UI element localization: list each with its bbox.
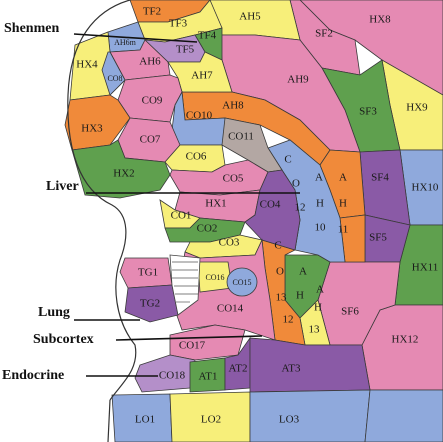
region-hx2[interactable] (71, 139, 171, 199)
label-at3: AT3 (282, 363, 301, 375)
label-co13-b: O (276, 266, 284, 278)
label-hx12: HX12 (392, 334, 419, 346)
lobe-outline (107, 399, 111, 442)
callout-shenmen: Shenmen (4, 21, 59, 36)
label-tf5: TF5 (176, 44, 195, 56)
label-hx9: HX9 (406, 102, 428, 114)
label-at2: AT2 (229, 363, 248, 375)
label-ah11-a: A (339, 172, 347, 184)
callout-endocrine: Endocrine (2, 368, 64, 383)
callout-lung: Lung (38, 305, 70, 320)
label-tg2: TG2 (140, 298, 160, 310)
label-co3: CO3 (219, 237, 240, 249)
label-co8: CO8 (107, 74, 122, 83)
label-co12-b: O (292, 178, 300, 190)
callout-subcortex: Subcortex (33, 332, 94, 347)
callouts: Shenmen Liver Lung Subcortex Endocrine (2, 21, 300, 383)
label-co7: CO7 (140, 134, 161, 146)
label-hx4: HX4 (76, 59, 98, 71)
label-co13-a: C (274, 240, 281, 252)
hatch-lines (172, 261, 198, 303)
label-co12-c: 12 (295, 202, 306, 214)
region-lo1[interactable] (111, 393, 173, 442)
callout-liver: Liver (46, 179, 79, 194)
label-ah13-b: H (314, 302, 322, 314)
region-co15[interactable] (226, 267, 258, 297)
label-ah11-c: 11 (338, 224, 349, 236)
label-ah6: AH6 (139, 56, 161, 68)
label-ah12-b: H (296, 290, 304, 302)
label-hx11: HX11 (412, 262, 438, 274)
region-lo3[interactable] (249, 389, 371, 442)
label-co9: CO9 (142, 95, 163, 107)
label-tf4: TF4 (198, 30, 217, 42)
label-sf6: SF6 (341, 306, 359, 318)
label-co18: CO18 (159, 370, 186, 382)
region-at3[interactable] (249, 337, 371, 393)
label-ah11-b: H (339, 198, 347, 210)
region-lo2[interactable] (169, 391, 251, 442)
label-tg1: TG1 (138, 267, 158, 279)
label-ah8: AH8 (222, 100, 244, 112)
label-tf2: TF2 (143, 6, 161, 18)
label-ah6m: AH6m (114, 38, 137, 47)
label-tf3: TF3 (169, 18, 188, 30)
region-labels: TF2 TF3 TF4 TF5 AH5 AH6m AH6 AH7 AH8 AH9… (76, 6, 439, 426)
label-lo3: LO3 (279, 414, 300, 426)
ear-outline (67, 0, 137, 401)
label-co14: CO14 (217, 303, 244, 315)
label-ah10-a: A (315, 172, 323, 184)
label-at1: AT1 (199, 371, 218, 383)
label-co16: CO16 (205, 273, 224, 282)
label-sf3: SF3 (359, 106, 377, 118)
label-co17: CO17 (179, 340, 206, 352)
label-sf5: SF5 (369, 232, 387, 244)
label-ah5: AH5 (239, 11, 261, 23)
label-ah13-c: 13 (309, 324, 321, 336)
label-ah12-c: 12 (283, 314, 294, 326)
region-hx3[interactable] (64, 94, 131, 151)
leader-subcortex (115, 335, 263, 341)
region-lo-edge (364, 389, 443, 442)
label-hx3: HX3 (81, 123, 103, 135)
scapha (289, 0, 411, 346)
label-co10: CO10 (186, 110, 213, 122)
concha-upper (64, 31, 283, 199)
label-co1: CO1 (171, 210, 192, 222)
label-sf4: SF4 (371, 172, 389, 184)
label-ah7: AH7 (191, 70, 213, 82)
label-ah10-b: H (316, 198, 324, 210)
label-hx2: HX2 (113, 168, 134, 180)
label-co5: CO5 (223, 173, 244, 185)
label-ah9: AH9 (287, 74, 309, 86)
label-ah13-a: A (316, 284, 324, 296)
label-co13-c: 13 (276, 292, 288, 304)
label-hx10: HX10 (412, 182, 439, 194)
leader-shenmen (73, 33, 198, 43)
label-co12-a: C (284, 154, 291, 166)
antihelix (181, 0, 366, 346)
region-co8[interactable] (101, 51, 126, 96)
tragus (119, 254, 201, 323)
label-ah12-a: A (299, 266, 307, 278)
label-hx8: HX8 (369, 14, 391, 26)
label-ah10-c: 10 (315, 222, 327, 234)
antitragus (189, 336, 371, 393)
label-lo2: LO2 (201, 414, 221, 426)
label-co15: CO15 (232, 278, 251, 287)
label-co11: CO11 (228, 131, 254, 143)
label-sf2: SF2 (315, 28, 333, 40)
lobe (111, 389, 443, 442)
region-co4[interactable] (244, 169, 301, 251)
label-co2: CO2 (197, 223, 218, 235)
label-co6: CO6 (186, 151, 207, 163)
region-tg2[interactable] (124, 284, 179, 323)
label-lo1: LO1 (135, 414, 155, 426)
label-hx1: HX1 (205, 198, 226, 210)
label-co4: CO4 (260, 199, 281, 211)
